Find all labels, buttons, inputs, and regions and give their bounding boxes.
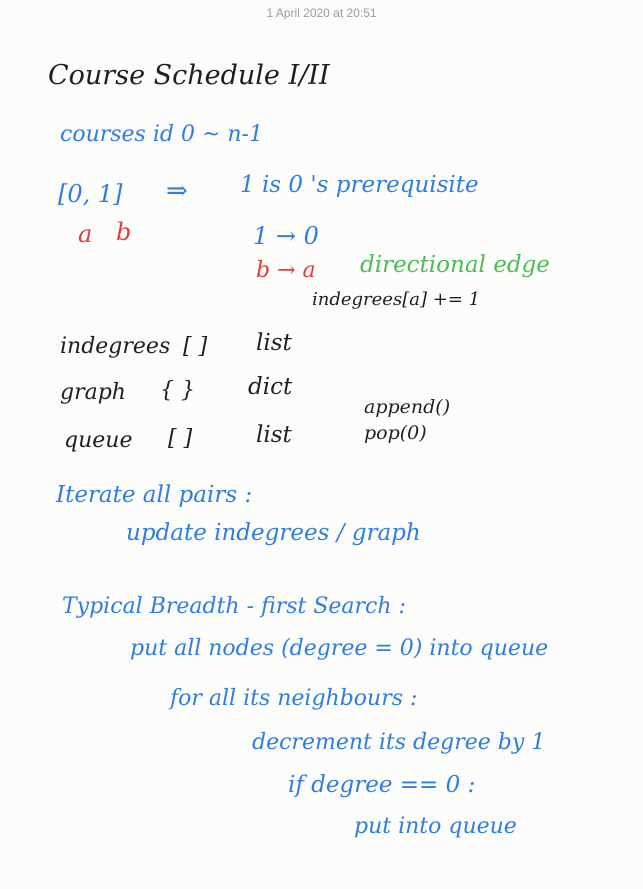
indegree-increment: indegrees[a] += 1	[312, 289, 481, 310]
edge-b-to-a: b → a	[256, 258, 316, 283]
pop-method: pop(0)	[364, 422, 427, 444]
bfs-step-5: put into queue	[354, 814, 517, 839]
ds-graph-symbol: { }	[160, 378, 195, 403]
iterate-pairs: Iterate all pairs :	[56, 482, 253, 508]
update-step: update indegrees / graph	[126, 520, 421, 546]
implies-arrow: ⇒	[166, 176, 188, 206]
ds-indegrees-type: list	[256, 330, 292, 356]
prerequisite-text: 1 is 0 's prerequisite	[240, 172, 479, 198]
bfs-step-2: for all its neighbours :	[170, 686, 418, 711]
append-method: append()	[364, 396, 451, 418]
note-timestamp: 1 April 2020 at 20:51	[266, 6, 377, 20]
bfs-step-3: decrement its degree by 1	[252, 730, 546, 755]
ds-queue-symbol: [ ]	[168, 426, 193, 451]
bfs-heading: Typical Breadth - first Search :	[62, 594, 406, 619]
ds-indegrees-name: indegrees	[60, 334, 171, 359]
label-b: b	[116, 218, 132, 246]
ds-graph-name: graph	[60, 380, 126, 405]
pair-example: [0, 1]	[58, 180, 123, 208]
note-title: Course Schedule I/II	[48, 60, 330, 91]
label-a: a	[78, 220, 93, 248]
edge-1-to-0: 1 → 0	[253, 222, 319, 250]
bfs-step-4: if degree == 0 :	[288, 772, 476, 798]
courses-id-line: courses id 0 ~ n-1	[60, 122, 263, 147]
ds-queue-name: queue	[64, 428, 133, 453]
ds-indegrees-symbol: [ ]	[183, 334, 208, 359]
ds-graph-type: dict	[248, 374, 293, 400]
bfs-step-1: put all nodes (degree = 0) into queue	[130, 636, 549, 661]
ds-queue-type: list	[256, 422, 292, 448]
directional-edge-label: directional edge	[360, 252, 550, 278]
